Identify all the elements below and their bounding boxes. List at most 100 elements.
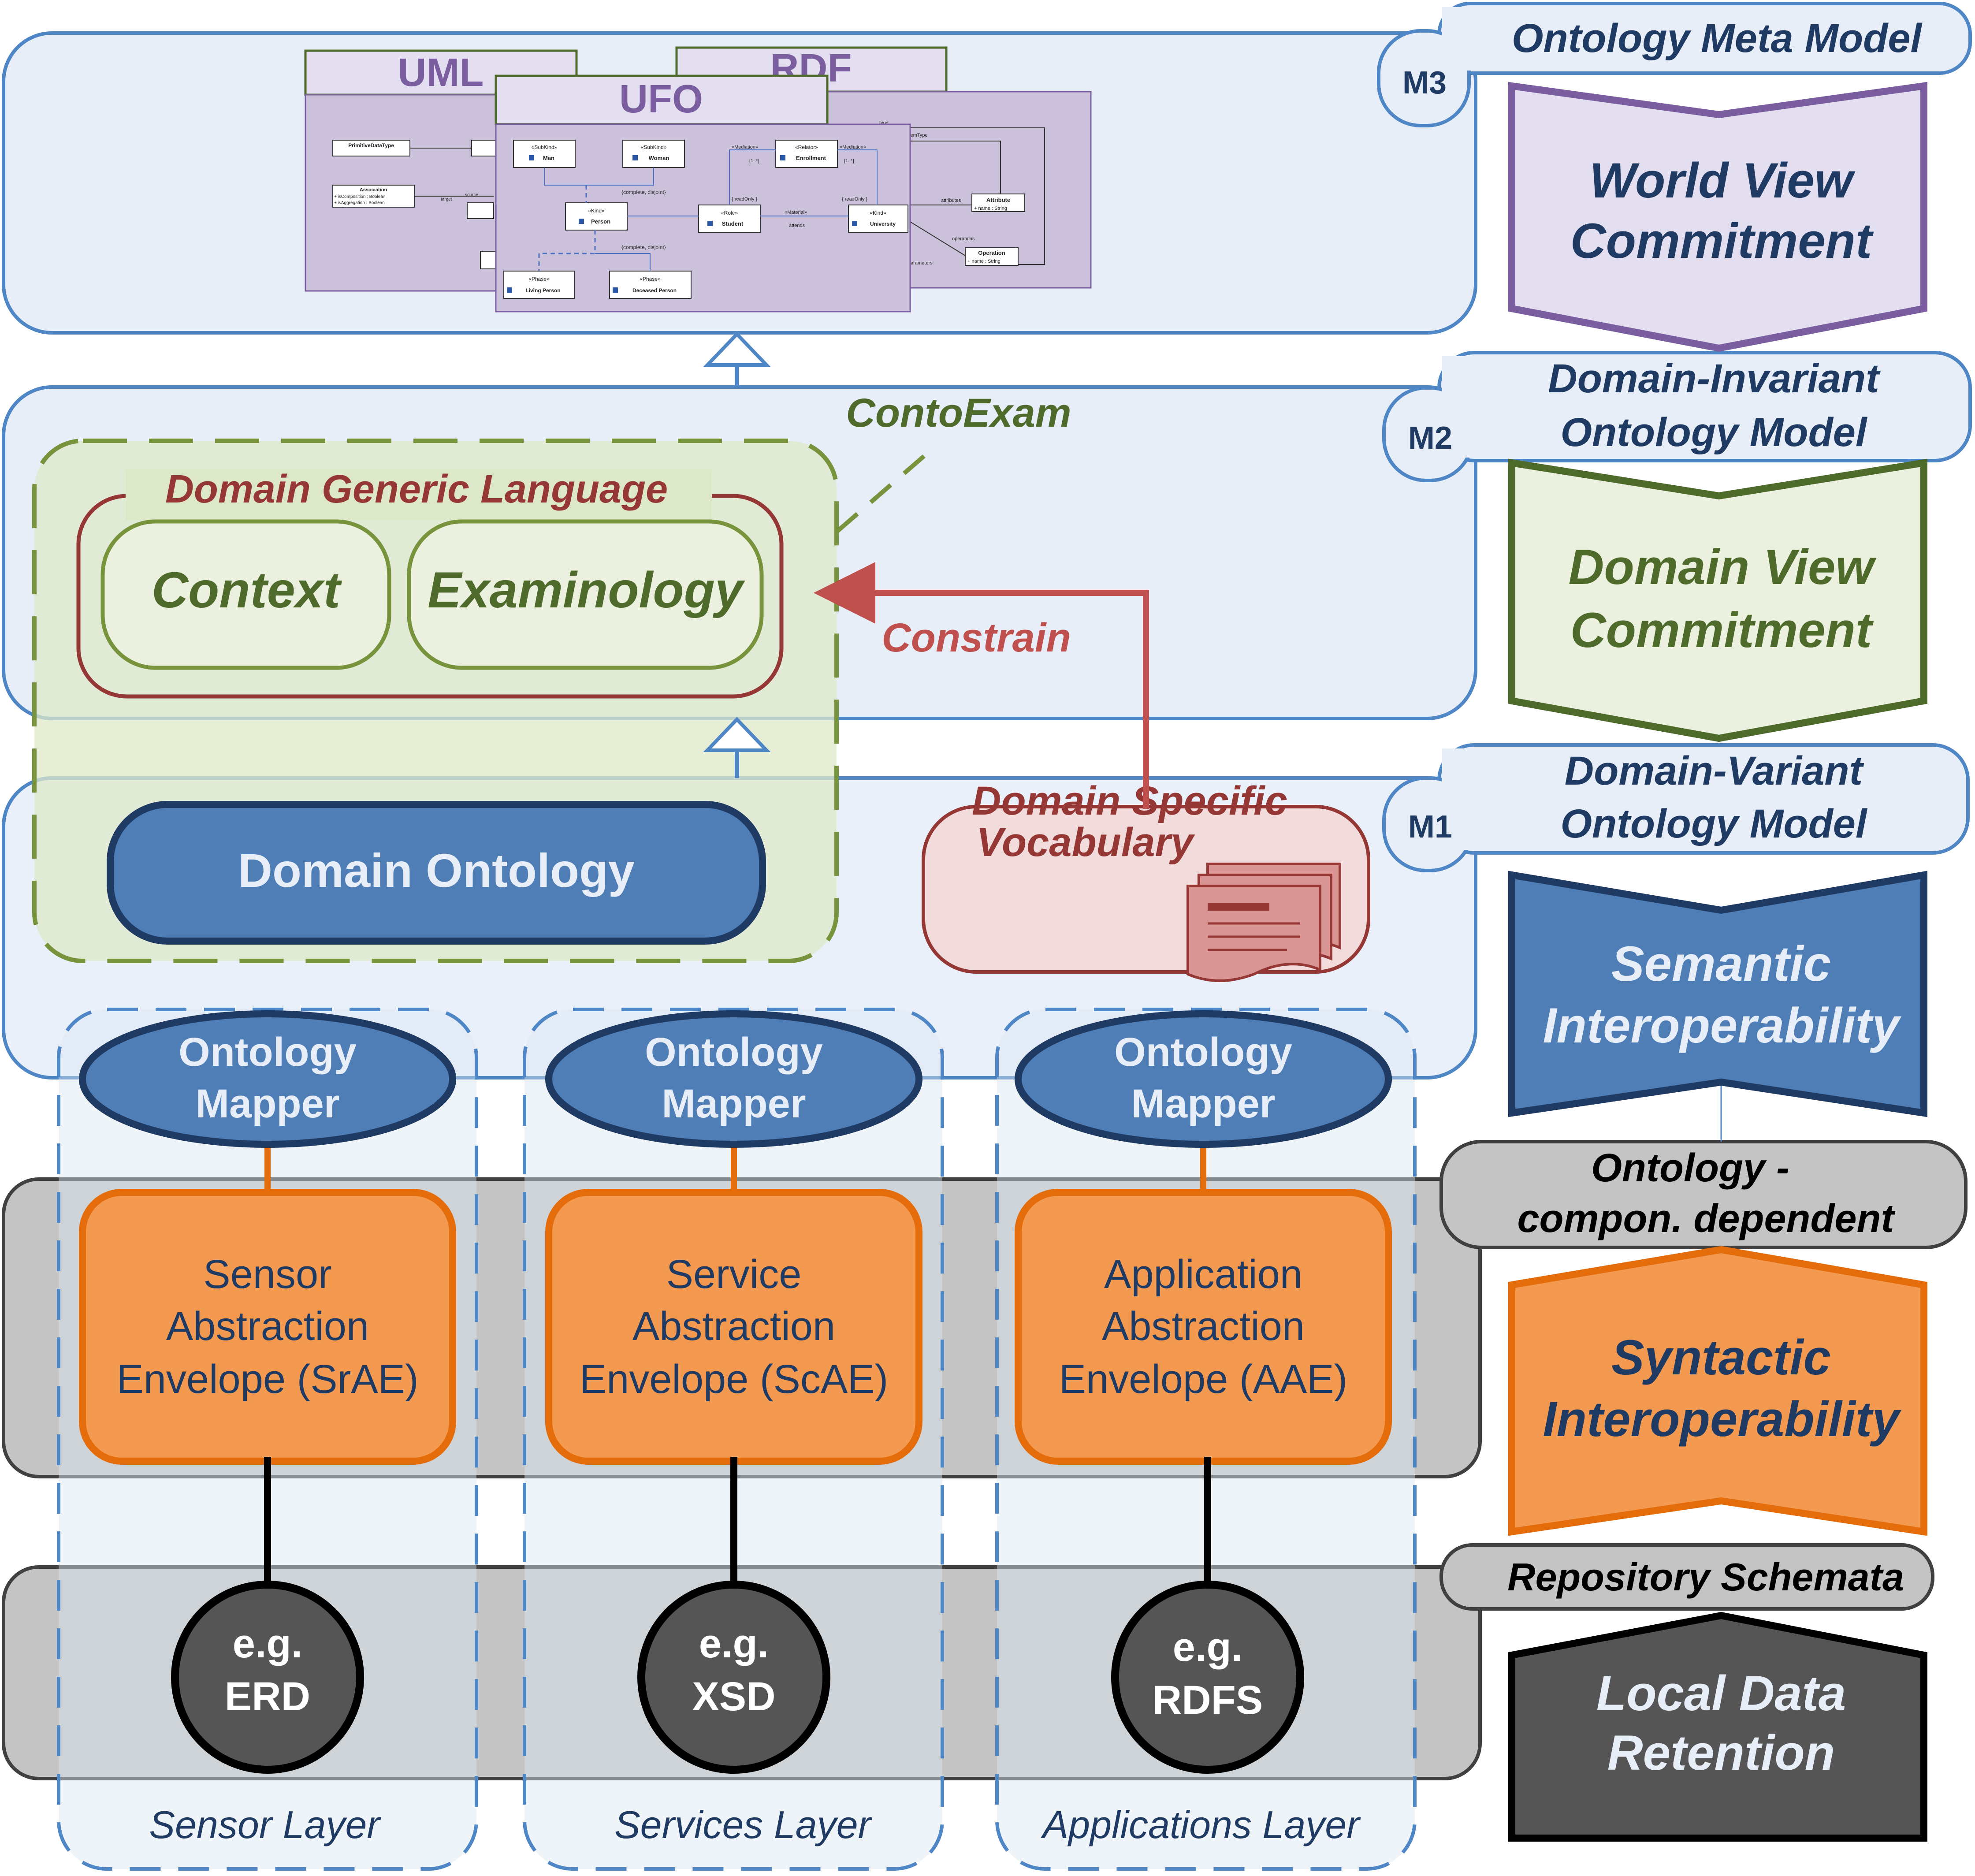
repo-schemata-label: Repository Schemata [1507, 1555, 1904, 1599]
ufo-gen-line-1 [544, 168, 654, 186]
services-envelope-label-2: Abstraction [632, 1304, 835, 1349]
contoexam-callout-line [836, 443, 938, 533]
svg-text:Living Person: Living Person [525, 287, 560, 294]
uml-title: UML [398, 51, 484, 95]
uml-target: target [441, 197, 452, 202]
uml-abstract-box [467, 202, 494, 219]
world-view-line2: Commitment [1570, 213, 1874, 268]
column-services: Ontology Mapper Service Abstraction Enve… [523, 1008, 944, 1871]
services-repo-label-1: e.g. [699, 1621, 769, 1666]
local-data-arrow [1508, 1612, 1927, 1842]
services-envelope-label-1: Service [666, 1252, 802, 1297]
applications-envelope-label-1: Application [1104, 1252, 1302, 1297]
sensor-envelope-label-3: Envelope (SrAE) [116, 1357, 418, 1402]
world-view-line1: World View [1589, 153, 1856, 208]
m1-title-line2: Ontology Model [1560, 801, 1867, 846]
ufo-student-class: «Role» Student [698, 205, 761, 233]
ufo-readonly-1: { readOnly } [732, 197, 757, 202]
sensor-envelope-label-2: Abstraction [166, 1304, 369, 1349]
applications-mapper-label-1: Ontology [1114, 1030, 1292, 1075]
ufo-woman-class: «SubKind» Woman [622, 140, 685, 168]
rdf-parameters-role: parameters [908, 261, 933, 266]
ufo-gen-line-3 [538, 230, 596, 271]
ufo-mediation-label-1: «Mediation» [732, 145, 758, 150]
svg-text:Woman: Woman [649, 155, 669, 161]
dsv-label-line1: Domain Specific [972, 778, 1287, 823]
ufo-complete-disjoint-2: {complete, disjoint} [621, 244, 666, 250]
applications-envelope-label-2: Abstraction [1102, 1304, 1305, 1349]
applications-mapper-label-2: Mapper [1131, 1081, 1275, 1126]
sensor-mapper-label-2: Mapper [195, 1081, 339, 1126]
m2-title-line2: Ontology Model [1560, 410, 1867, 455]
svg-text:«SubKind»: «SubKind» [532, 144, 558, 150]
ufo-person-class: «Kind» Person [565, 202, 628, 231]
world-view-arrow [1508, 82, 1927, 352]
applications-abstraction-envelope[interactable] [1015, 1189, 1392, 1465]
ufo-attends-label: attends [789, 223, 805, 228]
ufo-mult-1: [1..*] [749, 158, 759, 164]
svg-text:Man: Man [543, 155, 554, 161]
uml-class-box [471, 140, 498, 156]
sensor-repo-label-1: e.g. [233, 1621, 302, 1666]
ufo-deceased-person-class: «Phase» Deceased Person [609, 271, 692, 299]
services-envelope-label-3: Envelope (ScAE) [580, 1357, 889, 1402]
rdf-operation-box [965, 247, 1019, 266]
constrain-arrow [814, 562, 1149, 809]
applications-envelope-label-3: Envelope (AAE) [1059, 1357, 1348, 1402]
applications-ontology-mapper[interactable] [1015, 1010, 1392, 1148]
ufo-mediation-2 [837, 149, 878, 205]
context-label: Context [152, 562, 342, 618]
ufo-living-person-class: «Phase» Living Person [503, 271, 575, 299]
rdf-attribute-field: + name : String [974, 206, 1007, 211]
svg-text:«Relator»: «Relator» [795, 144, 818, 150]
applications-layer-label: Applications Layer [1040, 1803, 1361, 1846]
svg-text:Enrollment: Enrollment [796, 155, 826, 161]
semantic-arrow [1508, 871, 1927, 1117]
svg-text:«SubKind»: «SubKind» [641, 144, 667, 150]
uml-isaggregation: + isAggregation : Boolean [334, 201, 385, 205]
rdf-line-1 [908, 127, 1045, 265]
svg-text:«Role»: «Role» [721, 210, 738, 216]
domain-ontology-box[interactable] [107, 801, 766, 945]
sensor-repository-circle[interactable] [171, 1581, 364, 1774]
m3-tab: M3 Ontology Meta Model [1377, 2, 1972, 127]
sensor-envelope-label-1: Sensor [203, 1252, 332, 1297]
domain-view-arrow [1508, 458, 1927, 742]
metamodel-stack: RDF Attribute + name : String Operation … [304, 46, 1092, 313]
examinology-label: Examinology [428, 562, 745, 618]
ufo-enrollment-class: «Relator» Enrollment [775, 140, 838, 168]
uml-association-box [332, 185, 415, 208]
ufo-title: UFO [619, 77, 703, 121]
applications-repository-circle[interactable] [1111, 1581, 1304, 1774]
ufo-complete-disjoint-1: {complete, disjoint} [621, 189, 666, 195]
applications-repo-label-1: e.g. [1173, 1625, 1242, 1670]
constrain-label: Constrain [881, 615, 1071, 660]
rdf-line-2 [908, 141, 1001, 194]
dgl-label-bg [126, 469, 712, 520]
context-box[interactable] [100, 519, 391, 670]
dsv-label-line2: Vocabulary [976, 820, 1195, 865]
services-repository-circle[interactable] [637, 1581, 830, 1774]
uml-primitive-box [332, 140, 410, 156]
inherit-arrow-m2-m3 [703, 331, 771, 387]
rdf-operation-field: + name : String [967, 259, 1001, 264]
sensor-ontology-mapper[interactable] [79, 1010, 456, 1148]
ufo-gen-line-4 [595, 253, 651, 271]
svg-text:University: University [870, 221, 896, 227]
svg-text:Student: Student [722, 220, 744, 227]
domain-ontology-label: Domain Ontology [238, 844, 635, 897]
rdf-attribute-label: Attribute [986, 197, 1010, 203]
m1-tab: M1 Domain-Variant Ontology Model [1382, 743, 1970, 872]
m2-tag: M2 [1408, 421, 1452, 456]
m3-title: Ontology Meta Model [1512, 16, 1923, 61]
svg-text:Deceased Person: Deceased Person [632, 287, 677, 294]
examinology-box[interactable] [407, 519, 764, 670]
m2-title-line1: Domain-Invariant [1548, 356, 1881, 401]
ufo-man-class: «SubKind» Man [513, 140, 576, 168]
svg-text:«Phase»: «Phase» [528, 276, 550, 282]
services-ontology-mapper[interactable] [545, 1010, 922, 1148]
svg-text:«Kind»: «Kind» [588, 208, 605, 214]
rdf-attribute-box [971, 194, 1025, 212]
uml-association-label: Association [360, 187, 387, 193]
inherit-arrow-m1-m2 [703, 717, 771, 778]
